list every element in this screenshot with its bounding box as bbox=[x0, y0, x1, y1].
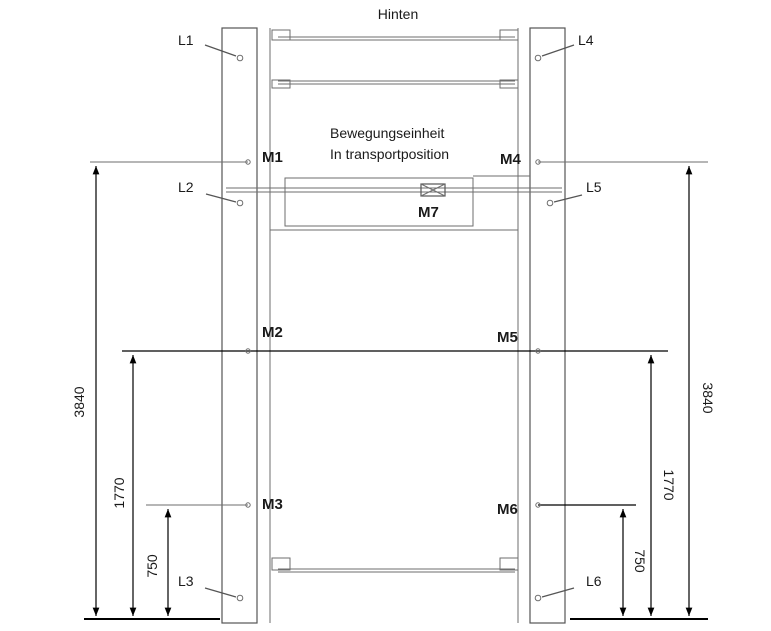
dim-value-left-outer: 3840 bbox=[71, 386, 87, 417]
label-l3: L3 bbox=[178, 573, 194, 589]
right-dimensions bbox=[619, 166, 693, 616]
dim-value-left-middle: 1770 bbox=[111, 477, 127, 508]
label-l5: L5 bbox=[586, 179, 602, 195]
point-m4-marker bbox=[535, 159, 541, 165]
leader-lines bbox=[204, 44, 583, 598]
left-column bbox=[221, 27, 271, 624]
movement-unit bbox=[226, 175, 562, 231]
label-l6: L6 bbox=[586, 573, 602, 589]
point-l2-marker bbox=[236, 199, 244, 207]
m7-sensor-box bbox=[420, 183, 446, 197]
point-m1-marker bbox=[245, 159, 251, 165]
reference-lines bbox=[90, 161, 708, 506]
point-m5-marker bbox=[535, 348, 541, 354]
title-hinten: Hinten bbox=[378, 6, 418, 22]
point-l1-marker bbox=[236, 54, 244, 62]
note-line-1: Bewegungseinheit bbox=[330, 125, 445, 141]
label-m6: M6 bbox=[497, 501, 518, 518]
label-l1: L1 bbox=[178, 32, 194, 48]
dim-value-right-middle: 1770 bbox=[661, 469, 677, 500]
bottom-rail bbox=[271, 557, 519, 573]
note-line-2: In transportposition bbox=[330, 146, 449, 162]
label-m7: M7 bbox=[418, 204, 439, 221]
dim-value-right-outer: 3840 bbox=[700, 382, 716, 413]
label-l2: L2 bbox=[178, 179, 194, 195]
point-l5-marker bbox=[546, 199, 554, 207]
label-l4: L4 bbox=[578, 32, 594, 48]
left-dimensions bbox=[92, 166, 172, 616]
dim-value-right-inner: 750 bbox=[632, 549, 648, 573]
point-l4-marker bbox=[534, 54, 542, 62]
measurement-points bbox=[236, 54, 554, 602]
label-m3: M3 bbox=[262, 496, 283, 513]
point-m6-marker bbox=[535, 502, 541, 508]
point-m2-marker bbox=[245, 348, 251, 354]
point-l6-marker bbox=[534, 594, 542, 602]
dim-value-left-inner: 750 bbox=[144, 554, 160, 578]
label-m2: M2 bbox=[262, 324, 283, 341]
right-column bbox=[517, 27, 566, 624]
top-rails bbox=[271, 29, 519, 89]
label-m1: M1 bbox=[262, 149, 283, 166]
point-m3-marker bbox=[245, 502, 251, 508]
label-m4: M4 bbox=[500, 151, 521, 168]
point-l3-marker bbox=[236, 594, 244, 602]
label-m5: M5 bbox=[497, 329, 518, 346]
